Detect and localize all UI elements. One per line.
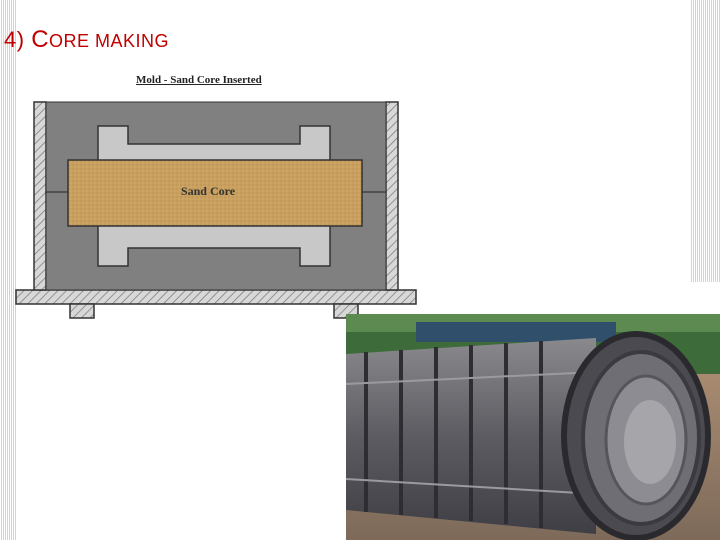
title-number: 4): [4, 27, 25, 52]
photo-illustration: [346, 314, 720, 540]
title-rest: ORE MAKING: [49, 31, 170, 51]
pipe-mold-photo: [346, 314, 720, 540]
mold-base-plate: [15, 289, 417, 305]
left-decorative-border: [0, 0, 16, 540]
flask-wall-right: [385, 101, 399, 291]
title-first-letter: C: [31, 26, 50, 53]
slide-title: 4) CORE MAKING: [4, 26, 169, 54]
flask-wall-left: [33, 101, 47, 291]
sand-core: [67, 159, 363, 227]
diagram-caption: Mold - Sand Core Inserted: [136, 74, 262, 86]
mold-foot-left: [69, 303, 95, 319]
right-decorative-border: [690, 0, 720, 282]
sand-core-label: Sand Core: [181, 184, 236, 198]
